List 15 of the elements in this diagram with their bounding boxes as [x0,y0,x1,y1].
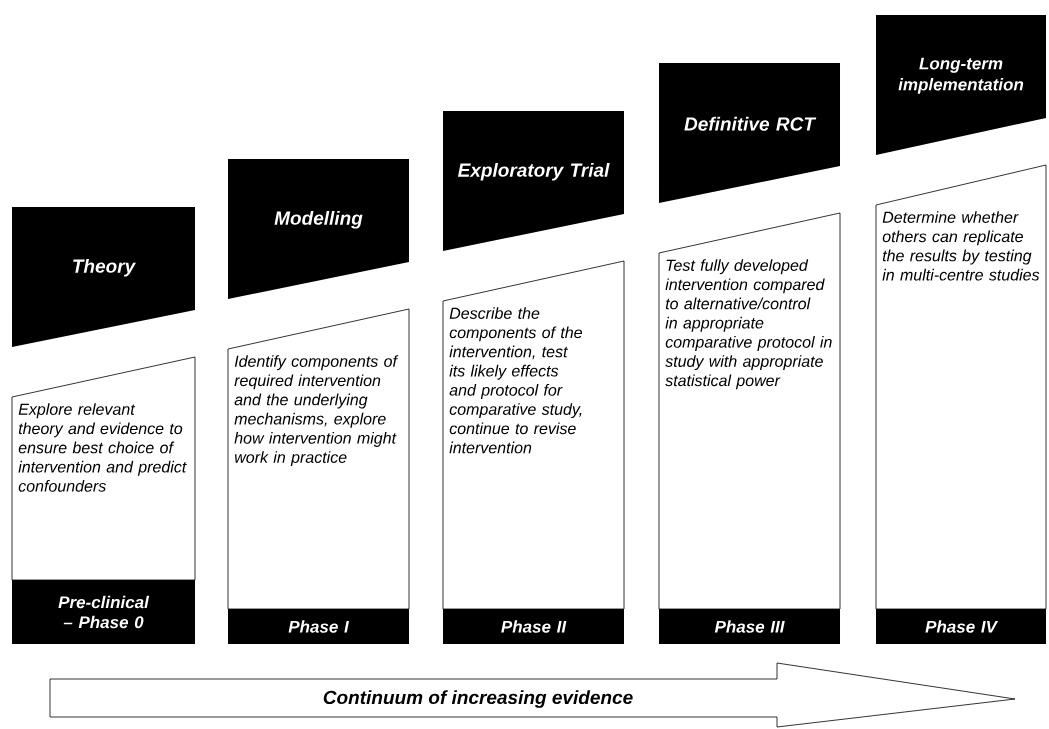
description-box: Identify components of required intervention and the underlying mechanisms, explore how intervention might work in practice [227,308,410,610]
description-box: Determine whether others can replicate the results by testing in multi-centre studies [875,164,1047,610]
description-box: Test fully developed intervention compared to alternative/control in appropriate comparative protocol in study with appropriate statistical power [658,212,841,610]
phase-bar: Phase II [443,609,624,644]
heading-banner: Exploratory Trial [443,111,624,251]
phase-bar: Phase III [659,609,840,644]
description-box: Explore relevant theory and evidence to ensure best choice of intervention and predict confounders [11,356,196,581]
phase-bar: Phase I [228,609,409,644]
heading-banner: Long-term implementation [876,15,1046,155]
heading-banner: Theory [12,207,195,347]
phase-bar: Phase IV [876,609,1046,644]
heading-banner: Modelling [228,159,409,299]
phase-bar: Pre-clinical – Phase 0 [12,580,195,644]
description-box: Describe the components of the intervention, test its likely effects and protocol for comparative study, continue to revise intervention [442,260,625,610]
heading-banner: Definitive RCT [659,63,840,203]
